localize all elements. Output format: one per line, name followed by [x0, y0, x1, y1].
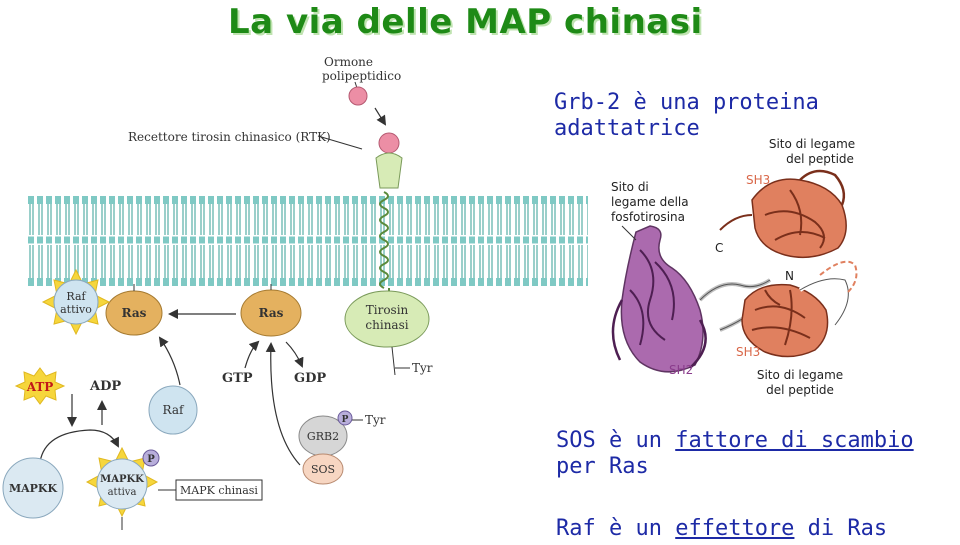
- sos-label: SOS: [311, 463, 335, 476]
- site-peptide-bottom-2: del peptide: [766, 383, 834, 397]
- hormone-ball: [348, 86, 368, 106]
- site-phospho-pointer: [621, 225, 637, 241]
- tyrosine-kinase: [344, 290, 430, 348]
- tyr-tail-1: [391, 346, 396, 376]
- tyrosine-kinase-label-2: chinasi: [365, 318, 408, 332]
- mapkk-active-label-1: MAPKK: [100, 474, 144, 485]
- sos-prefix: SOS è un: [556, 428, 676, 453]
- rtk-receptor: [375, 132, 403, 292]
- raf-inactive: [148, 385, 198, 435]
- mapkk-phospho-label: P: [147, 454, 155, 465]
- rtk-label: Recettore tirosin chinasico (RTK): [128, 130, 331, 144]
- page-title: La via delle MAP chinasi: [228, 2, 703, 42]
- atp-star: [14, 367, 66, 405]
- raf-statement: Raf è un effettore di Ras: [556, 516, 887, 542]
- tyr-label-2: Tyr: [365, 413, 386, 427]
- grb2-heading-text: Grb-2 è una proteina adattatrice: [554, 90, 819, 141]
- sh2-label: SH2: [669, 363, 693, 377]
- mapkk-arrow: [39, 429, 119, 463]
- raf-active-label-1: Raf: [66, 290, 86, 303]
- grb2-heading: Grb-2 è una proteina adattatrice: [554, 90, 960, 142]
- mapkk-active-label-2: attiva: [108, 487, 137, 498]
- hormone-arrow: [374, 107, 387, 126]
- adp-label: ADP: [89, 379, 121, 394]
- c-term-label: C: [715, 241, 723, 255]
- tyrosine-kinase-label-1: Tirosin: [366, 303, 409, 317]
- gdp-label: GDP: [294, 371, 326, 386]
- raf-label: Raf: [163, 403, 185, 417]
- gtp-arrow: [244, 340, 260, 369]
- site-phospho-label-1: Sito di: [611, 180, 649, 194]
- grb2-label: GRB2: [307, 430, 339, 443]
- mapkk-active-ball: [96, 458, 148, 510]
- grb2-phospho-label: P: [342, 415, 349, 425]
- raf-active-label-2: attivo: [60, 303, 92, 316]
- sos: [302, 453, 344, 485]
- site-phospho-label-3: fosfotirosina: [611, 210, 685, 224]
- gdp-arrow: [285, 341, 304, 368]
- gtp-label: GTP: [222, 371, 253, 386]
- grb2-phospho: [337, 410, 353, 426]
- rtk-pointer: [317, 135, 363, 150]
- mapk-kinase-label: MAPK chinasi: [180, 484, 258, 497]
- site-peptide-top-2: del peptide: [786, 152, 854, 166]
- n-term-label: N: [785, 269, 794, 283]
- site-peptide-bottom-1: Sito di legame: [757, 368, 843, 382]
- hormone-label-2: polipeptidico: [322, 69, 401, 83]
- mapkk-inactive: [2, 457, 64, 519]
- grb2-structure: [611, 169, 858, 373]
- sos-link[interactable]: fattore di scambio: [675, 428, 914, 453]
- site-phospho-label-2: legame della: [611, 195, 689, 209]
- raf-link[interactable]: effettore: [675, 516, 795, 541]
- hormone-label-1: Ormone: [324, 55, 373, 69]
- atp-label: ATP: [26, 380, 54, 394]
- sos-line2: per Ras: [556, 454, 649, 479]
- raf-prefix: Raf è un: [556, 516, 676, 541]
- raf-to-ras-arrow: [158, 336, 181, 386]
- site-peptide-top-1: Sito di legame: [769, 137, 855, 151]
- sh3-bottom-label: SH3: [736, 345, 760, 359]
- cell-membrane: [28, 196, 588, 286]
- mapkk-label: MAPKK: [9, 482, 58, 495]
- raf-suffix: di Ras: [794, 516, 888, 541]
- sos-statement: SOS è un fattore di scambio per Ras: [556, 428, 914, 480]
- mapkk-phospho: [142, 449, 160, 467]
- sh3-top-label: SH3: [746, 173, 770, 187]
- ras-1-label: Ras: [122, 306, 147, 320]
- ras-2-label: Ras: [259, 306, 284, 320]
- raf-active-ball: [53, 279, 99, 325]
- tyr-label-1: Tyr: [412, 361, 433, 375]
- sos-to-ras-arrow: [265, 342, 301, 466]
